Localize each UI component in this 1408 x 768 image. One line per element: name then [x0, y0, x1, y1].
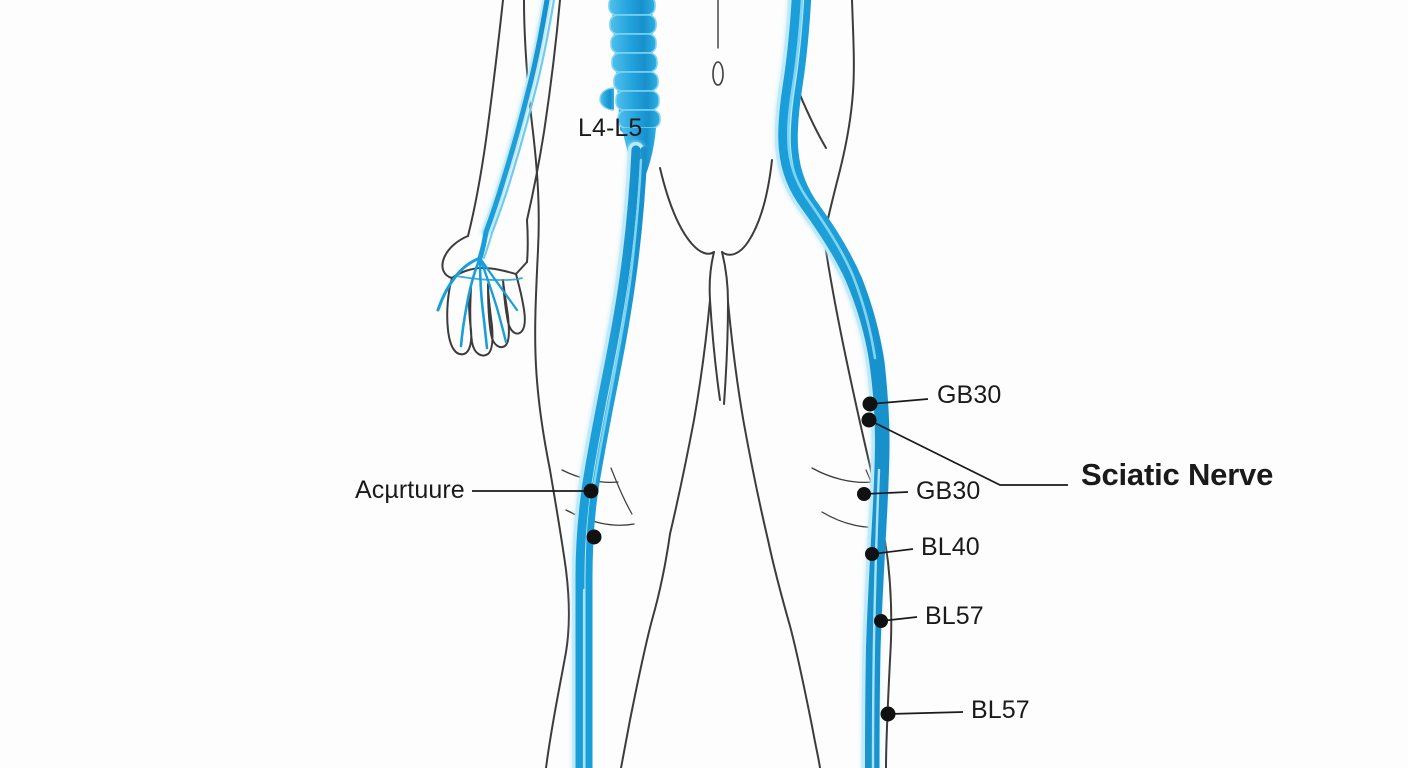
inner-thigh-left — [669, 299, 711, 535]
left-hand-outline — [441, 235, 526, 357]
leader-gb30-lower — [868, 419, 1068, 486]
gluteal-left-outline — [659, 167, 715, 255]
gb30-upper-point — [862, 396, 878, 412]
left-calf-inner — [610, 467, 633, 515]
right-torso-outline — [823, 0, 855, 239]
label-l4-l5: L4-L5 — [578, 114, 643, 142]
left-leg-outer-outline — [545, 469, 570, 768]
leader-gb30-knee — [863, 491, 909, 495]
label-bl57-lower: BL57 — [971, 696, 1030, 724]
left-hand-thumb-outline — [451, 261, 528, 279]
transverse-process-a — [599, 87, 615, 111]
lumbar-spine-vertebrae — [599, 0, 661, 188]
gluteal-cleft — [708, 251, 721, 401]
left-knee-point-upper — [583, 483, 599, 499]
vertebra-2 — [609, 14, 657, 35]
left-knee-point-lower — [586, 529, 602, 545]
acupoint-markers-group — [583, 396, 896, 722]
label-gb30-lower: GB30 — [916, 477, 981, 505]
label-bl57-upper: BL57 — [925, 602, 984, 630]
right-knee-crease-a — [811, 467, 873, 484]
vertebra-5 — [613, 71, 659, 92]
right-leg-inner-outline — [767, 539, 821, 768]
left-arm-outline-outer — [467, 0, 504, 237]
inner-thigh-right — [727, 301, 769, 541]
right-sciatic-nerve — [774, 0, 890, 768]
left-wrist-outline — [526, 219, 529, 263]
left-leg-inner-outline — [620, 533, 671, 768]
anus-mark — [712, 61, 724, 86]
label-bl40: BL40 — [921, 533, 980, 561]
hand-nerve-branches — [436, 229, 523, 350]
label-gb30-upper: GB30 — [937, 381, 1002, 409]
bl57-lower-point — [880, 706, 896, 722]
gb30-knee-point — [857, 487, 871, 501]
left-arm-nerve — [481, 0, 556, 237]
leader-gb30-upper — [869, 398, 929, 405]
label-sciatic-nerve: Sciatic Nerve — [1081, 457, 1274, 492]
vertebra-1 — [608, 0, 656, 16]
bl40-point — [865, 547, 879, 561]
leader-bl57-lower — [887, 711, 964, 715]
gluteal-right-outline — [721, 159, 773, 256]
bl57-upper-point — [874, 614, 888, 628]
gluteal-cleft-right — [721, 251, 729, 405]
vertebra-4 — [611, 52, 658, 73]
label-acupuncture: Acµrtuure — [355, 476, 465, 504]
left-knee-crease-b — [565, 509, 635, 526]
gb30-lower-point — [861, 412, 877, 428]
body-outline-group — [441, 0, 893, 768]
vertebra-3 — [610, 33, 657, 54]
vertebra-6 — [615, 90, 660, 111]
left-sciatic-nerve — [571, 142, 648, 768]
left-arm-outline-inner — [526, 0, 561, 221]
